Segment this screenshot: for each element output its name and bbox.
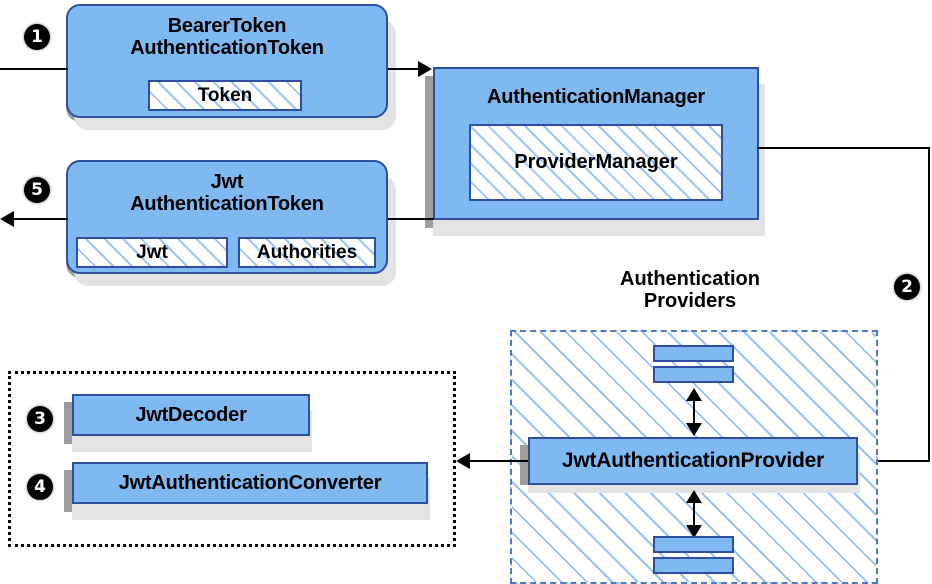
manager-right-line — [757, 147, 930, 149]
provider-manager-label: ProviderManager — [514, 151, 678, 173]
badge-step-5: 5 — [24, 177, 50, 203]
jwt-token-title: Jwt AuthenticationToken — [130, 171, 324, 216]
bearer-token-inner-token: Token — [148, 80, 302, 111]
provider-bottom-connector-arrow-down — [686, 525, 702, 538]
provider-top-connector-line — [693, 391, 695, 431]
jwt-support-region — [8, 371, 456, 547]
badge-5-label: 5 — [31, 179, 43, 200]
outbound-response-line — [14, 218, 68, 220]
down-to-provider-line — [872, 460, 930, 462]
badge-2-label: 2 — [901, 276, 913, 297]
provider-stub-top-bar-1 — [653, 345, 734, 362]
jwt-converter-title: JwtAuthenticationConverter — [118, 471, 382, 494]
provider-stub-bottom-bar-2 — [653, 557, 734, 574]
manager-to-jwt-token-line — [388, 218, 434, 220]
node-jwt-authentication-converter[interactable]: JwtAuthenticationConverter — [72, 462, 428, 504]
jwt-token-inner-jwt: Jwt — [76, 237, 228, 268]
jwt-token-inner-authorities: Authorities — [238, 237, 376, 268]
provider-to-support-line — [470, 460, 528, 462]
providers-label-line1: Authentication — [620, 268, 760, 290]
authorities-label: Authorities — [256, 241, 358, 263]
provider-top-connector-arrow-down — [686, 423, 702, 436]
providers-label-line2: Providers — [643, 290, 737, 313]
bearer-to-manager-arrowhead — [418, 61, 432, 77]
bearer-token-title-line2: AuthenticationToken — [130, 37, 324, 60]
bearer-token-title: BearerToken AuthenticationToken — [130, 15, 324, 60]
badge-1-label: 1 — [31, 26, 43, 47]
provider-to-support-arrowhead — [456, 453, 470, 469]
node-jwt-decoder[interactable]: JwtDecoder — [72, 394, 310, 436]
provider-top-connector-arrow-up — [686, 388, 702, 401]
inbound-request-line — [0, 68, 68, 70]
jwt-provider-title: JwtAuthenticationProvider — [561, 449, 825, 473]
authentication-manager-title: AuthenticationManager — [486, 86, 706, 108]
provider-stub-bottom-bar-1 — [653, 536, 734, 553]
bearer-token-title-line1: BearerToken — [167, 15, 287, 37]
badge-4-label: 4 — [34, 476, 46, 497]
provider-bottom-connector-line — [693, 493, 695, 533]
badge-step-1: 1 — [24, 24, 50, 50]
token-label: Token — [197, 84, 253, 106]
bearer-to-manager-line — [388, 68, 421, 70]
provider-bottom-connector-arrow-up — [686, 490, 702, 503]
manager-down-line — [928, 147, 930, 461]
node-jwt-authentication-provider[interactable]: JwtAuthenticationProvider — [528, 437, 858, 485]
outbound-response-arrowhead — [0, 211, 14, 227]
jwt-label: Jwt — [136, 241, 168, 263]
authentication-providers-label: Authentication Providers — [560, 268, 820, 313]
authentication-manager-inner-provider-manager: ProviderManager — [469, 124, 723, 201]
jwt-token-title-line2: AuthenticationToken — [130, 193, 324, 216]
badge-step-3: 3 — [27, 406, 53, 432]
badge-3-label: 3 — [34, 408, 46, 429]
jwt-token-title-line1: Jwt — [210, 171, 244, 193]
provider-stub-top-bar-2 — [653, 366, 734, 383]
jwt-decoder-title: JwtDecoder — [135, 403, 247, 426]
badge-step-2: 2 — [894, 274, 920, 300]
badge-step-4: 4 — [27, 474, 53, 500]
